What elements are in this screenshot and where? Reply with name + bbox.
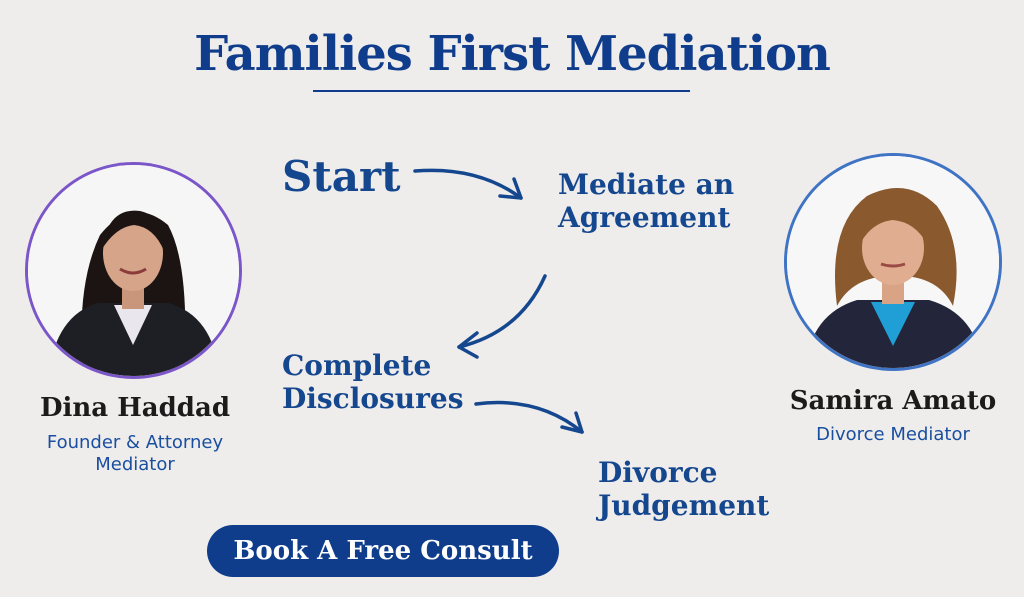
step-complete-disclosures: Complete Disclosures: [282, 349, 464, 415]
person-role-left: Founder & Attorney Mediator: [20, 432, 250, 475]
avatar-samira-amato: [787, 156, 999, 368]
step-judgement-line-1: Divorce: [598, 456, 718, 489]
person-role-left-line-2: Mediator: [95, 453, 175, 475]
portrait-woman-icon: [787, 156, 999, 368]
step-mediate-agreement: Mediate an Agreement: [558, 168, 734, 234]
step-disclose-line-2: Disclosures: [282, 382, 464, 416]
step-start: Start: [282, 152, 401, 201]
page-title: Families First Mediation: [194, 26, 831, 82]
step-judgement-line-2: Judgement: [598, 489, 770, 523]
arrow-mediate-to-disclosures-icon: [457, 274, 547, 359]
arrow-start-to-mediate-icon: [413, 168, 523, 200]
arrow-disclosures-to-judgement-icon: [474, 400, 584, 434]
person-role-right-line-1: Divorce Mediator: [816, 424, 970, 445]
step-divorce-judgement: Divorce Judgement: [598, 456, 769, 522]
person-name-right: Samira Amato: [789, 386, 997, 416]
avatar-dina-haddad: [28, 165, 239, 376]
step-mediate-line-1: Mediate an: [558, 168, 735, 201]
step-mediate-line-2: Agreement: [558, 201, 731, 235]
person-role-right: Divorce Mediator: [780, 424, 1006, 446]
person-role-left-line-1: Founder & Attorney: [46, 432, 224, 453]
portrait-woman-icon: [28, 165, 239, 376]
book-consult-button[interactable]: Book A Free Consult: [207, 525, 559, 577]
title-underline: [313, 90, 690, 92]
step-disclose-line-1: Complete: [282, 349, 432, 382]
person-name-left: Dina Haddad: [39, 393, 231, 423]
